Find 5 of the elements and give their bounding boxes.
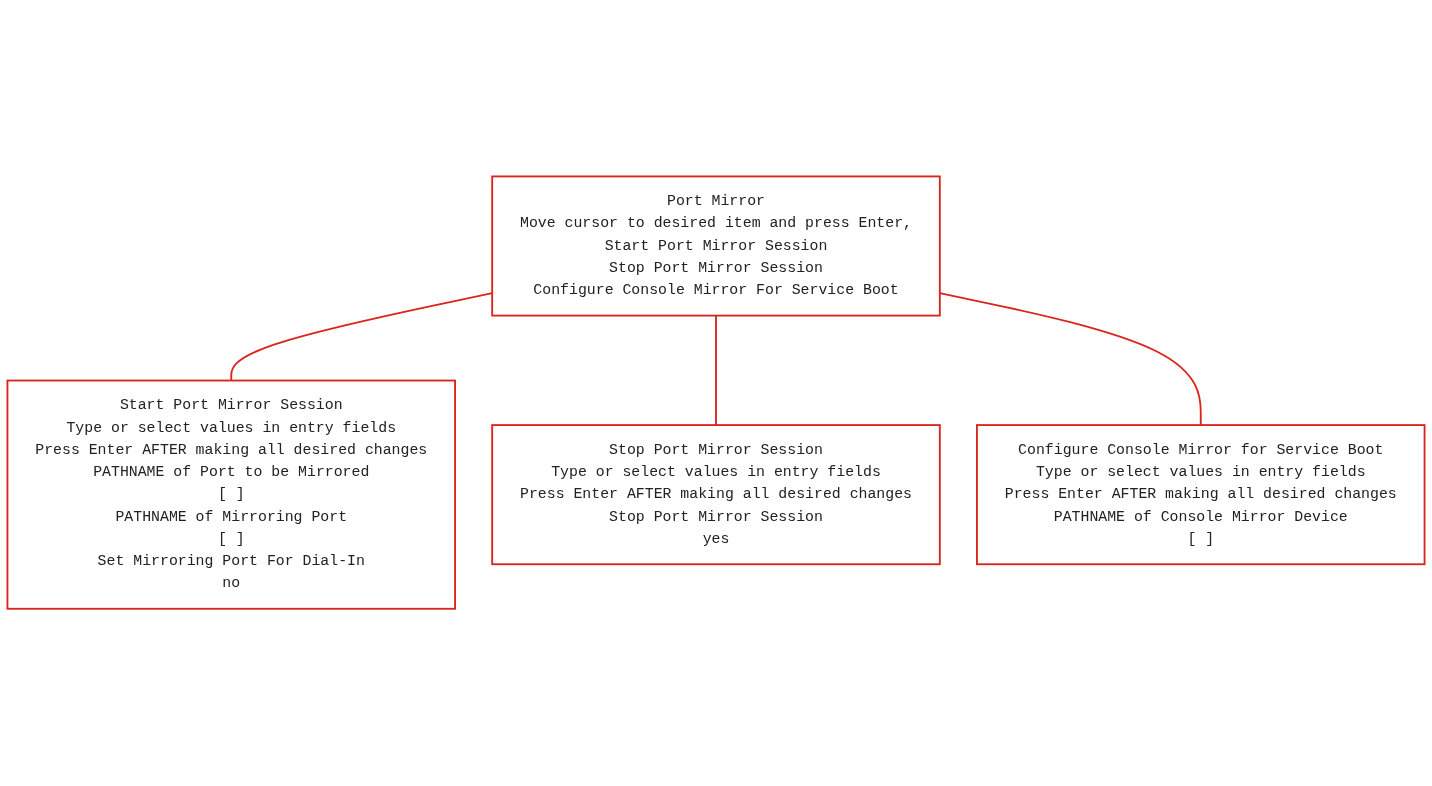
node-box: Start Port Mirror Session Type or select values in entry fields Press Enter AFTER making all desired changes PATHNAME of Port to be Mirrored [ ] PATHNAME of Mirroring Port [ ] Set Mirroring Port For Dial-In no: [6, 380, 456, 611]
node-box: Configure Console Mirror for Service Boot Type or select values in entry fields Press Enter AFTER making all desired changes PATHNAME of Console Mirror Device [ ]: [976, 424, 1426, 566]
connector: [715, 315, 717, 427]
node-box: Stop Port Mirror Session Type or select values in entry fields Press Enter AFTER making all desired changes Stop Port Mirror Session yes: [491, 424, 941, 566]
node-box: Port Mirror Move cursor to desired item and press Enter, Start Port Mirror Session Stop Port Mirror Session Configure Console Mirror For Service Boot: [491, 175, 941, 317]
